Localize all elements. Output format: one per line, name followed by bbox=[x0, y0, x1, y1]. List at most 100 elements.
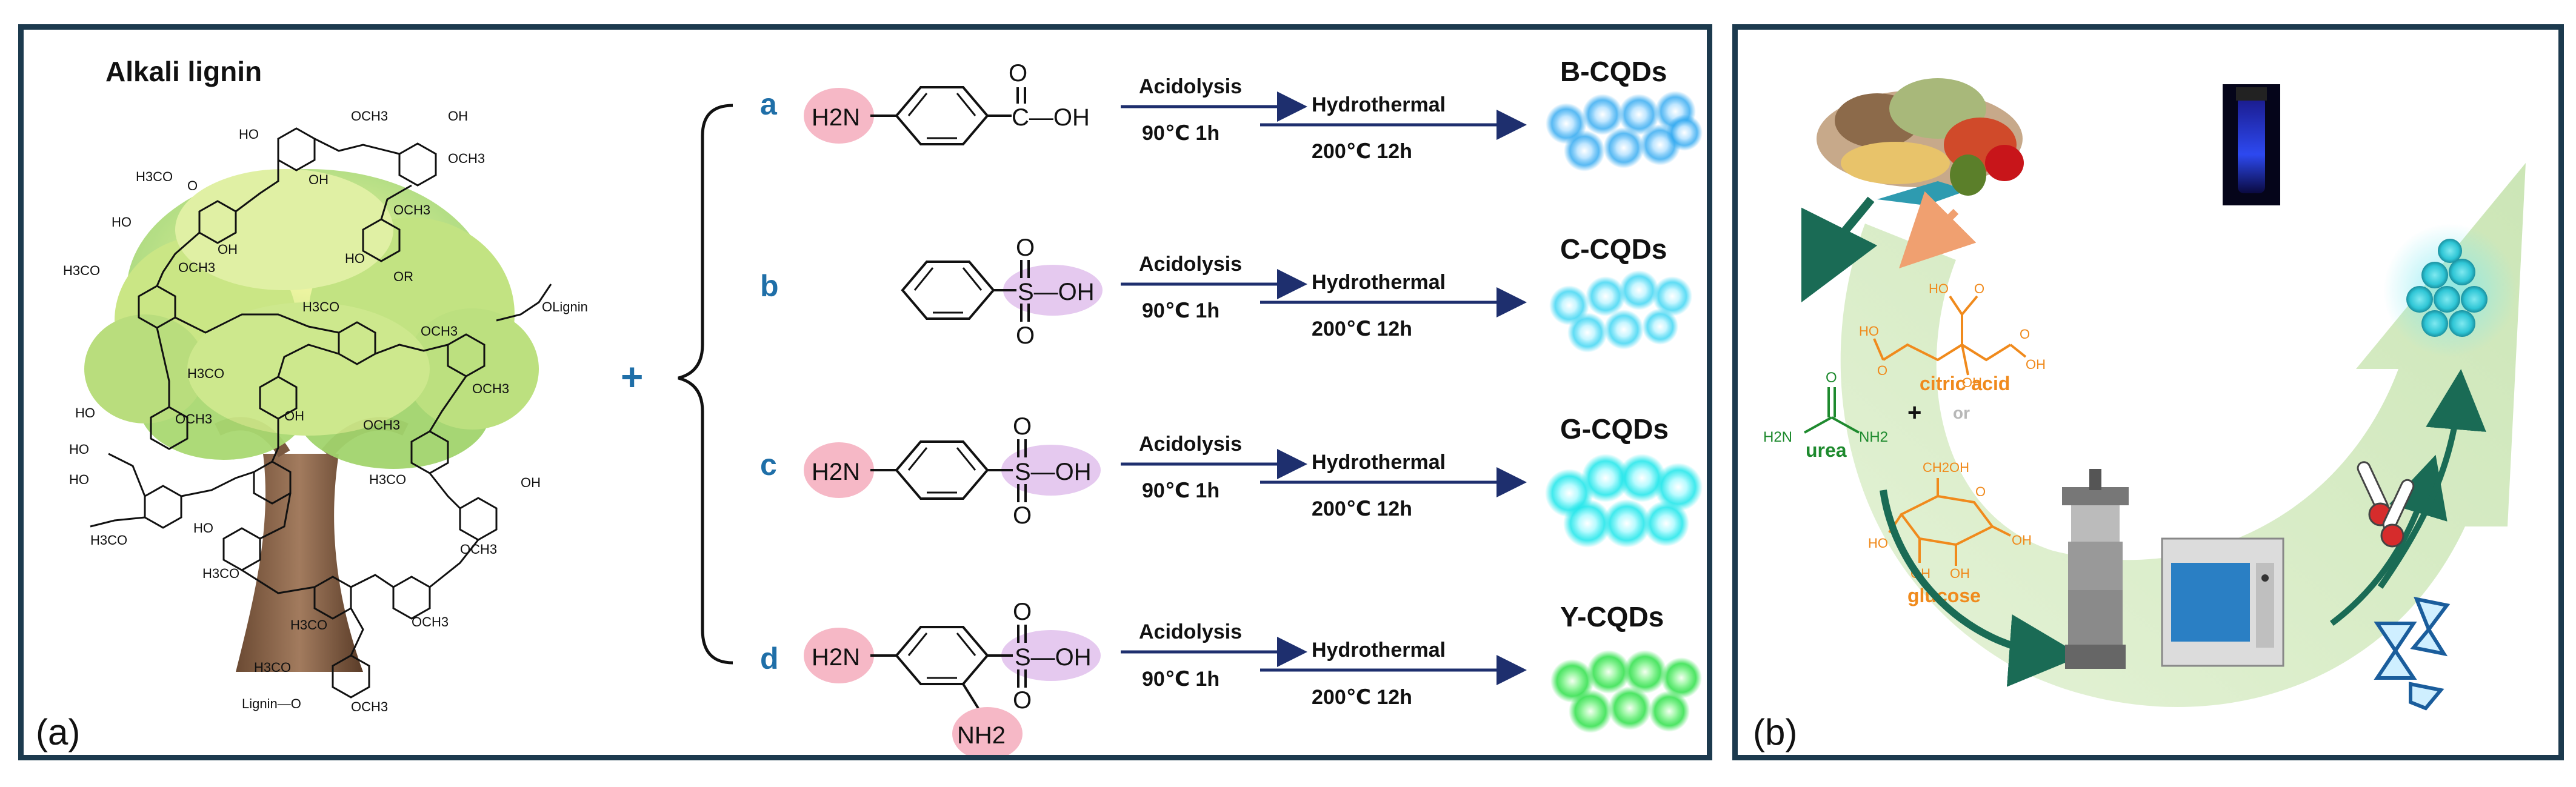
oven-icon bbox=[2161, 537, 2284, 667]
lignin-label: OCH3 bbox=[448, 151, 485, 166]
left-group: H2N bbox=[812, 104, 860, 131]
lignin-label: OCH3 bbox=[363, 417, 400, 433]
lignin-label: OCH3 bbox=[175, 411, 212, 427]
biomass-arrow bbox=[1801, 196, 1878, 303]
benzene-ring bbox=[895, 440, 989, 500]
lignin-label: H3CO bbox=[202, 566, 239, 581]
citric-acid-label: citric acid bbox=[1920, 373, 2010, 394]
glucose-atom: O bbox=[1975, 484, 1986, 499]
lignin-structure bbox=[90, 127, 552, 699]
cond2-label: 200℃ 12h bbox=[1312, 317, 1412, 340]
lignin-label: HO bbox=[75, 405, 95, 420]
lignin-label: HO bbox=[345, 251, 365, 266]
citric-atom: O bbox=[1877, 363, 1887, 378]
right-group: S—OH bbox=[1015, 459, 1092, 485]
lignin-label: O bbox=[187, 178, 198, 193]
reaction-letter: b bbox=[760, 269, 779, 303]
step2-label: Hydrothermal bbox=[1312, 271, 1446, 294]
lignin-label: OH bbox=[309, 172, 329, 187]
reaction-letter: a bbox=[760, 87, 778, 121]
right-group: S—OH bbox=[1018, 279, 1095, 305]
lignin-label: OCH3 bbox=[351, 108, 388, 124]
left-group: H2N bbox=[812, 644, 860, 671]
lignin-label: H3CO bbox=[290, 617, 327, 633]
top-atom: O bbox=[1009, 60, 1027, 87]
urea-label: urea bbox=[1806, 439, 1847, 461]
citric-atom: OH bbox=[2026, 357, 2046, 372]
step2-label: Hydrothermal bbox=[1312, 451, 1446, 474]
citric-atom: HO bbox=[1929, 281, 1949, 296]
lignin-label: OH bbox=[284, 408, 304, 423]
lignin-label: OCH3 bbox=[460, 542, 497, 557]
tree-foliage bbox=[84, 169, 539, 469]
top-atom: O bbox=[1016, 234, 1035, 261]
flow-arrow-right-2 bbox=[2377, 369, 2486, 589]
glucose-atoms: CH2OH O HO OH OH OH bbox=[1868, 460, 2032, 581]
lignin-label: OLignin bbox=[542, 299, 588, 314]
glucose-atom: HO bbox=[1868, 536, 1888, 551]
cqd-cluster-icon bbox=[2383, 224, 2517, 357]
lignin-label: OH bbox=[448, 108, 468, 124]
right-group: S—OH bbox=[1015, 644, 1092, 671]
plus-sign: + bbox=[621, 355, 643, 399]
amine-highlight bbox=[952, 707, 1023, 755]
cond1-label: 90℃ 1h bbox=[1142, 479, 1220, 502]
lignin-label: OH bbox=[218, 242, 238, 257]
panel-label-b: (b) bbox=[1753, 712, 1797, 752]
glucose-atom: OH bbox=[1950, 566, 1970, 581]
urea-atom: O bbox=[1826, 370, 1837, 386]
thermometer-icon bbox=[2357, 461, 2415, 548]
urea-atom: H2N bbox=[1763, 429, 1792, 445]
glucose-atom: CH2OH bbox=[1923, 460, 1969, 475]
citric-atom: O bbox=[1974, 281, 1984, 296]
lignin-labels: OCH3 OH OCH3 HO H3CO O OH OCH3 HO OH H3C… bbox=[63, 108, 588, 714]
cond2-label: 200℃ 12h bbox=[1312, 140, 1412, 163]
urea-atom: NH2 bbox=[1859, 429, 1888, 445]
lignin-label: H3CO bbox=[369, 472, 406, 487]
cqd-glow-blue bbox=[1546, 91, 1703, 171]
panel-a: OCH3 OH OCH3 HO H3CO O OH OCH3 HO OH H3C… bbox=[18, 24, 1712, 760]
flow-arrow-left bbox=[1880, 490, 2082, 687]
left-group: H2N bbox=[812, 459, 860, 485]
lignin-label: H3CO bbox=[254, 660, 291, 675]
lignin-label: H3CO bbox=[63, 263, 100, 278]
panel-label-a: (a) bbox=[36, 712, 80, 752]
cqd-glow-cyan bbox=[1549, 270, 1692, 353]
lignin-label: OR bbox=[393, 269, 413, 284]
reaction-row-d: d H2N NH2 S—OH O O Acidolysis 90℃ 1h Hyd… bbox=[760, 599, 1702, 755]
benzene-ring bbox=[895, 626, 989, 685]
top-atom: O bbox=[1013, 599, 1032, 625]
lignin-label: HO bbox=[239, 127, 259, 142]
lignin-label: OH bbox=[521, 475, 541, 490]
benzene-ring bbox=[895, 86, 989, 145]
plus-sign: + bbox=[1907, 399, 1921, 426]
step2-label: Hydrothermal bbox=[1312, 639, 1446, 662]
lignin-label: HO bbox=[112, 214, 132, 230]
right-group: C—OH bbox=[1012, 104, 1090, 131]
or-label: or bbox=[1953, 403, 1970, 422]
urea-atoms: O H2N NH2 bbox=[1763, 370, 1888, 445]
reaction-row-c: c H2N S—OH O O Acidolysis 90℃ 1h Hydroth… bbox=[760, 413, 1703, 548]
autoclave-icon bbox=[2062, 469, 2129, 669]
tree-illustration bbox=[84, 169, 539, 672]
urea-structure bbox=[1804, 387, 1860, 434]
lignin-label: OCH3 bbox=[421, 324, 458, 339]
panel-b: HO O HO O O OH OH citric acid O H2N NH2 … bbox=[1732, 24, 2564, 760]
citric-atom: HO bbox=[1859, 324, 1879, 339]
reaction-row-a: a H2N C—OH O Acidolysis 90℃ 1h Hydrother… bbox=[760, 56, 1703, 171]
extra-group: NH2 bbox=[957, 722, 1006, 749]
step2-label: Hydrothermal bbox=[1312, 93, 1446, 116]
lignin-label: Lignin—O bbox=[242, 696, 301, 711]
lignin-label: OCH3 bbox=[351, 699, 388, 714]
panel-b-svg: HO O HO O O OH OH citric acid O H2N NH2 … bbox=[1753, 78, 2526, 752]
bottom-atom: O bbox=[1013, 502, 1032, 529]
flow-arrow-right-1 bbox=[2329, 454, 2448, 626]
cond1-label: 90℃ 1h bbox=[1142, 299, 1220, 322]
cond1-label: 90℃ 1h bbox=[1142, 122, 1220, 145]
lignin-label: H3CO bbox=[136, 169, 173, 184]
lignin-label: H3CO bbox=[302, 299, 339, 314]
step1-label: Acidolysis bbox=[1139, 253, 1242, 276]
lignin-label: OCH3 bbox=[393, 202, 430, 218]
step1-label: Acidolysis bbox=[1139, 433, 1242, 456]
amine-highlight bbox=[804, 88, 874, 144]
